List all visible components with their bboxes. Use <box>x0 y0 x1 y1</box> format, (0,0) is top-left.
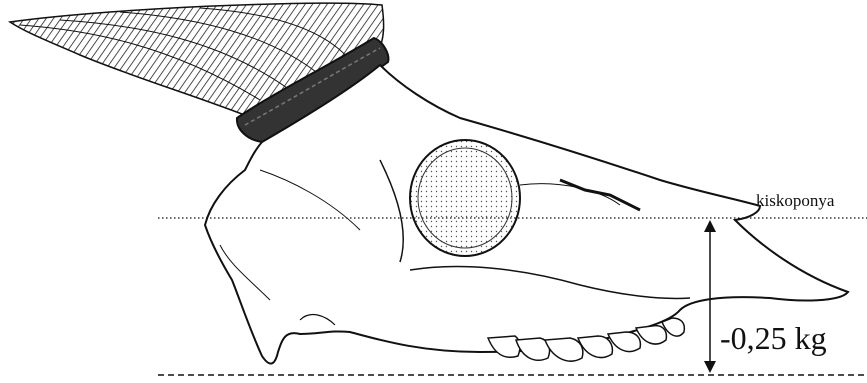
measurement-label: -0,25 kg <box>720 320 827 356</box>
kiskoponya-label: kiskoponya <box>756 191 834 211</box>
